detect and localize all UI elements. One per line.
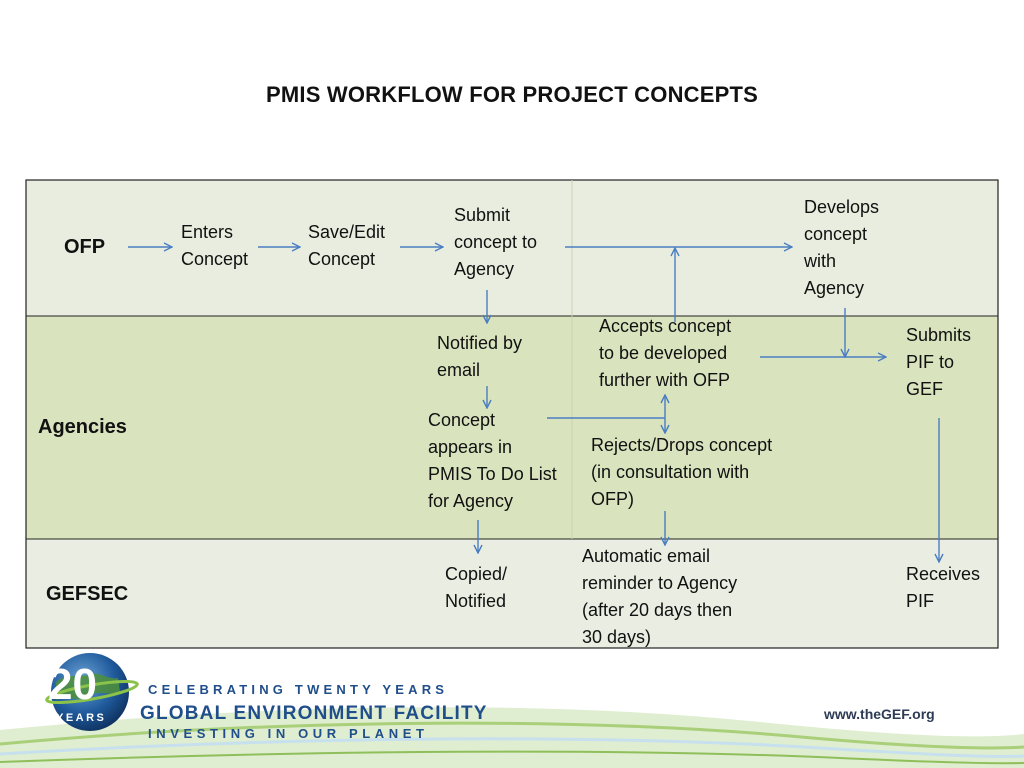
logo-number: 20: [48, 660, 97, 709]
node-accepts-concept: Accepts concept to be developed further …: [599, 316, 732, 390]
tagline-celebrating: CELEBRATING TWENTY YEARS: [148, 682, 449, 697]
organization-name: GLOBAL ENVIRONMENT FACILITY: [140, 703, 488, 724]
node-submit-concept: Submit concept to Agency: [454, 205, 538, 279]
node-concept-appears: Concept appears in PMIS To Do List for A…: [428, 410, 557, 511]
lane-label-gefsec: GEFSEC: [46, 583, 129, 605]
gef-20-years-logo: [45, 653, 139, 731]
lane-label-agencies: Agencies: [38, 416, 127, 438]
node-notified-by-email: Notified by email: [437, 333, 523, 380]
footer-swoosh: [0, 707, 1024, 768]
node-develops-concept: Develops concept with Agency: [804, 197, 880, 298]
node-automatic-email: Automatic email reminder to Agency (afte…: [582, 546, 738, 647]
page-title: PMIS WORKFLOW FOR PROJECT CONCEPTS: [265, 82, 759, 107]
node-rejects-concept: Rejects/Drops concept (in consultation w…: [591, 435, 773, 509]
lane-gefsec: [26, 539, 998, 648]
node-receives-pif: Receives PIF: [906, 564, 981, 611]
tagline-investing: INVESTING IN OUR PLANET: [148, 726, 429, 741]
node-save-edit-concept: Save/Edit Concept: [308, 222, 386, 269]
logo-years: YEARS: [56, 712, 107, 724]
lane-label-ofp: OFP: [64, 236, 106, 258]
node-copied-notified: Copied/ Notified: [445, 564, 508, 611]
node-enters-concept: Enters Concept: [181, 222, 249, 269]
website-link[interactable]: www.theGEF.org: [824, 706, 935, 722]
node-submits-pif: Submits PIF to GEF: [906, 325, 972, 399]
